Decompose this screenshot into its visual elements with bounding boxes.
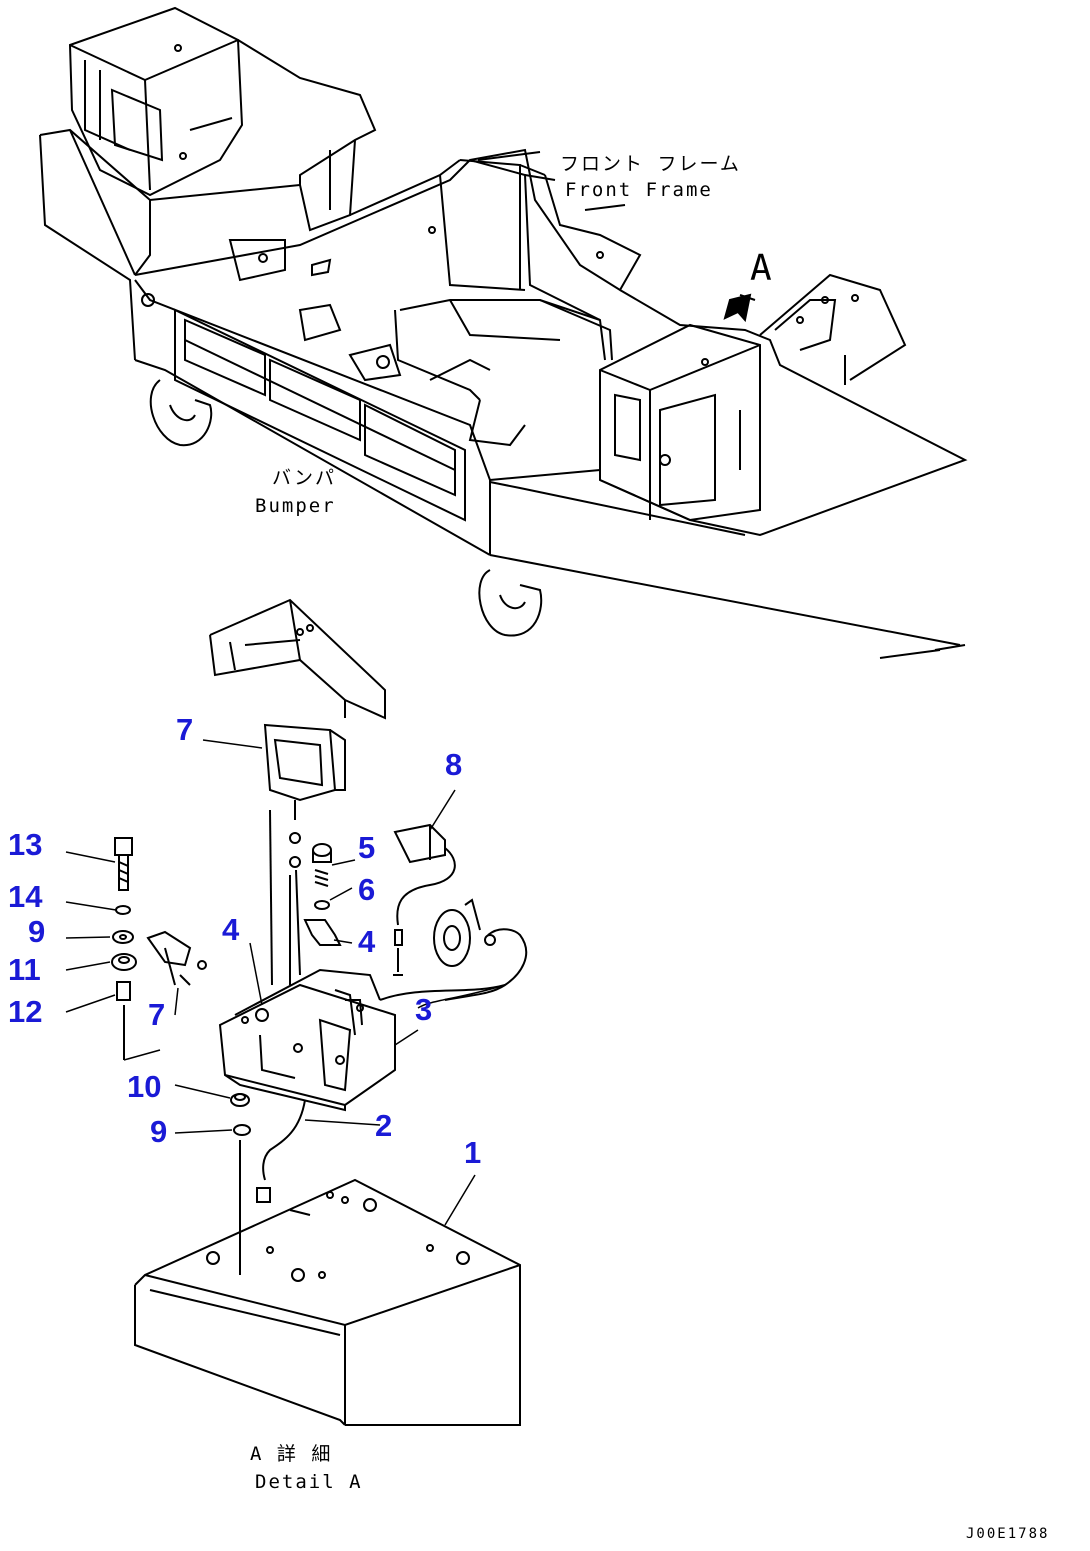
callout-9-lower: 9 bbox=[150, 1114, 167, 1149]
front-frame-en-label: Front Frame bbox=[565, 179, 713, 201]
leader-lines bbox=[65, 739, 506, 1226]
front-frame-assembly bbox=[39, 6, 968, 659]
bumper bbox=[134, 279, 966, 659]
bumper-jp-label: バンパ bbox=[272, 467, 336, 489]
callout-numbers: 1 2 3 4 4 5 6 7 7 8 9 9 10 11 12 13 14 bbox=[8, 712, 481, 1170]
callout-12: 12 bbox=[8, 994, 42, 1029]
work-lamp bbox=[263, 723, 346, 986]
callout-1: 1 bbox=[464, 1135, 481, 1170]
drawing-number: J00E1788 bbox=[966, 1526, 1049, 1542]
callout-8: 8 bbox=[445, 747, 462, 782]
callout-9-upper: 9 bbox=[28, 914, 45, 949]
lamp-bracket bbox=[218, 968, 506, 1112]
callout-13: 13 bbox=[8, 827, 42, 862]
wire-harness bbox=[256, 1099, 306, 1203]
tow-hook-lower bbox=[478, 569, 543, 637]
callout-11: 11 bbox=[8, 952, 41, 987]
detail-a-jp-label: A 詳 細 bbox=[250, 1443, 332, 1465]
right-lamp-housing bbox=[599, 323, 761, 522]
view-arrow-a bbox=[723, 293, 756, 323]
bolt-stack bbox=[111, 837, 137, 1060]
small-clamp bbox=[146, 930, 207, 986]
callout-6: 6 bbox=[358, 872, 375, 907]
left-lamp-housing bbox=[68, 6, 244, 197]
nut-washer-lower bbox=[230, 1093, 251, 1275]
frame-top-plate bbox=[39, 39, 377, 202]
detail-a-en-label: Detail A bbox=[255, 1471, 363, 1493]
callout-4-upper: 4 bbox=[222, 912, 240, 947]
callout-2: 2 bbox=[375, 1108, 392, 1143]
callout-7-lower: 7 bbox=[148, 997, 165, 1032]
tow-hook-upper bbox=[149, 379, 213, 447]
callout-3: 3 bbox=[415, 992, 432, 1027]
front-frame-jp-label: フロント フレーム bbox=[560, 153, 741, 175]
callout-4-lower: 4 bbox=[358, 924, 376, 959]
callout-14: 14 bbox=[8, 879, 43, 914]
callout-5: 5 bbox=[358, 830, 375, 865]
bumper-en-label: Bumper bbox=[255, 495, 336, 517]
view-marker-label: A bbox=[750, 248, 772, 289]
callout-7-upper: 7 bbox=[176, 712, 193, 747]
mounting-plate bbox=[134, 1178, 521, 1426]
spring-and-washer bbox=[303, 843, 342, 946]
callout-10: 10 bbox=[127, 1069, 161, 1104]
grommet bbox=[433, 898, 528, 1001]
detail-a-exploded-view bbox=[111, 598, 528, 1426]
lamp-cover bbox=[209, 598, 386, 720]
connector-wire bbox=[393, 823, 456, 976]
